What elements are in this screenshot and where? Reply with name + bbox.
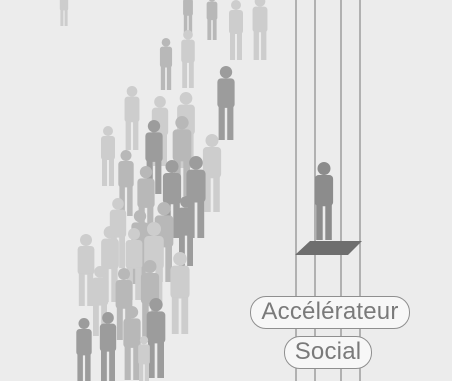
title-pill-accelerateur: Accélérateur	[250, 296, 410, 329]
person-silhouette	[146, 298, 166, 378]
person-silhouette	[206, 0, 218, 40]
elevator-person-silhouette	[314, 162, 334, 240]
title-line-2: Social	[294, 338, 362, 365]
person-silhouette	[124, 86, 140, 150]
title-line-1: Accélérateur	[261, 298, 399, 325]
person-silhouette	[59, 0, 69, 27]
person-silhouette	[183, 0, 193, 35]
title-pill-social: Social	[284, 336, 372, 369]
person-on-elevator	[314, 162, 334, 240]
person-silhouette	[159, 38, 173, 90]
person-silhouette	[145, 120, 163, 194]
person-silhouette	[252, 0, 268, 60]
person-silhouette	[181, 29, 195, 88]
person-silhouette	[123, 306, 141, 380]
person-silhouette	[99, 312, 117, 381]
queue-of-people	[59, 0, 268, 381]
person-silhouette	[202, 134, 222, 212]
person-silhouette	[138, 336, 150, 381]
person-silhouette	[77, 234, 95, 306]
person-silhouette	[217, 66, 235, 140]
elevator-platform	[295, 241, 362, 255]
person-silhouette	[170, 252, 190, 334]
person-silhouette	[186, 156, 206, 238]
person-silhouette	[101, 126, 115, 186]
person-silhouette	[177, 196, 195, 266]
person-silhouette	[229, 0, 243, 60]
person-silhouette	[76, 318, 92, 381]
